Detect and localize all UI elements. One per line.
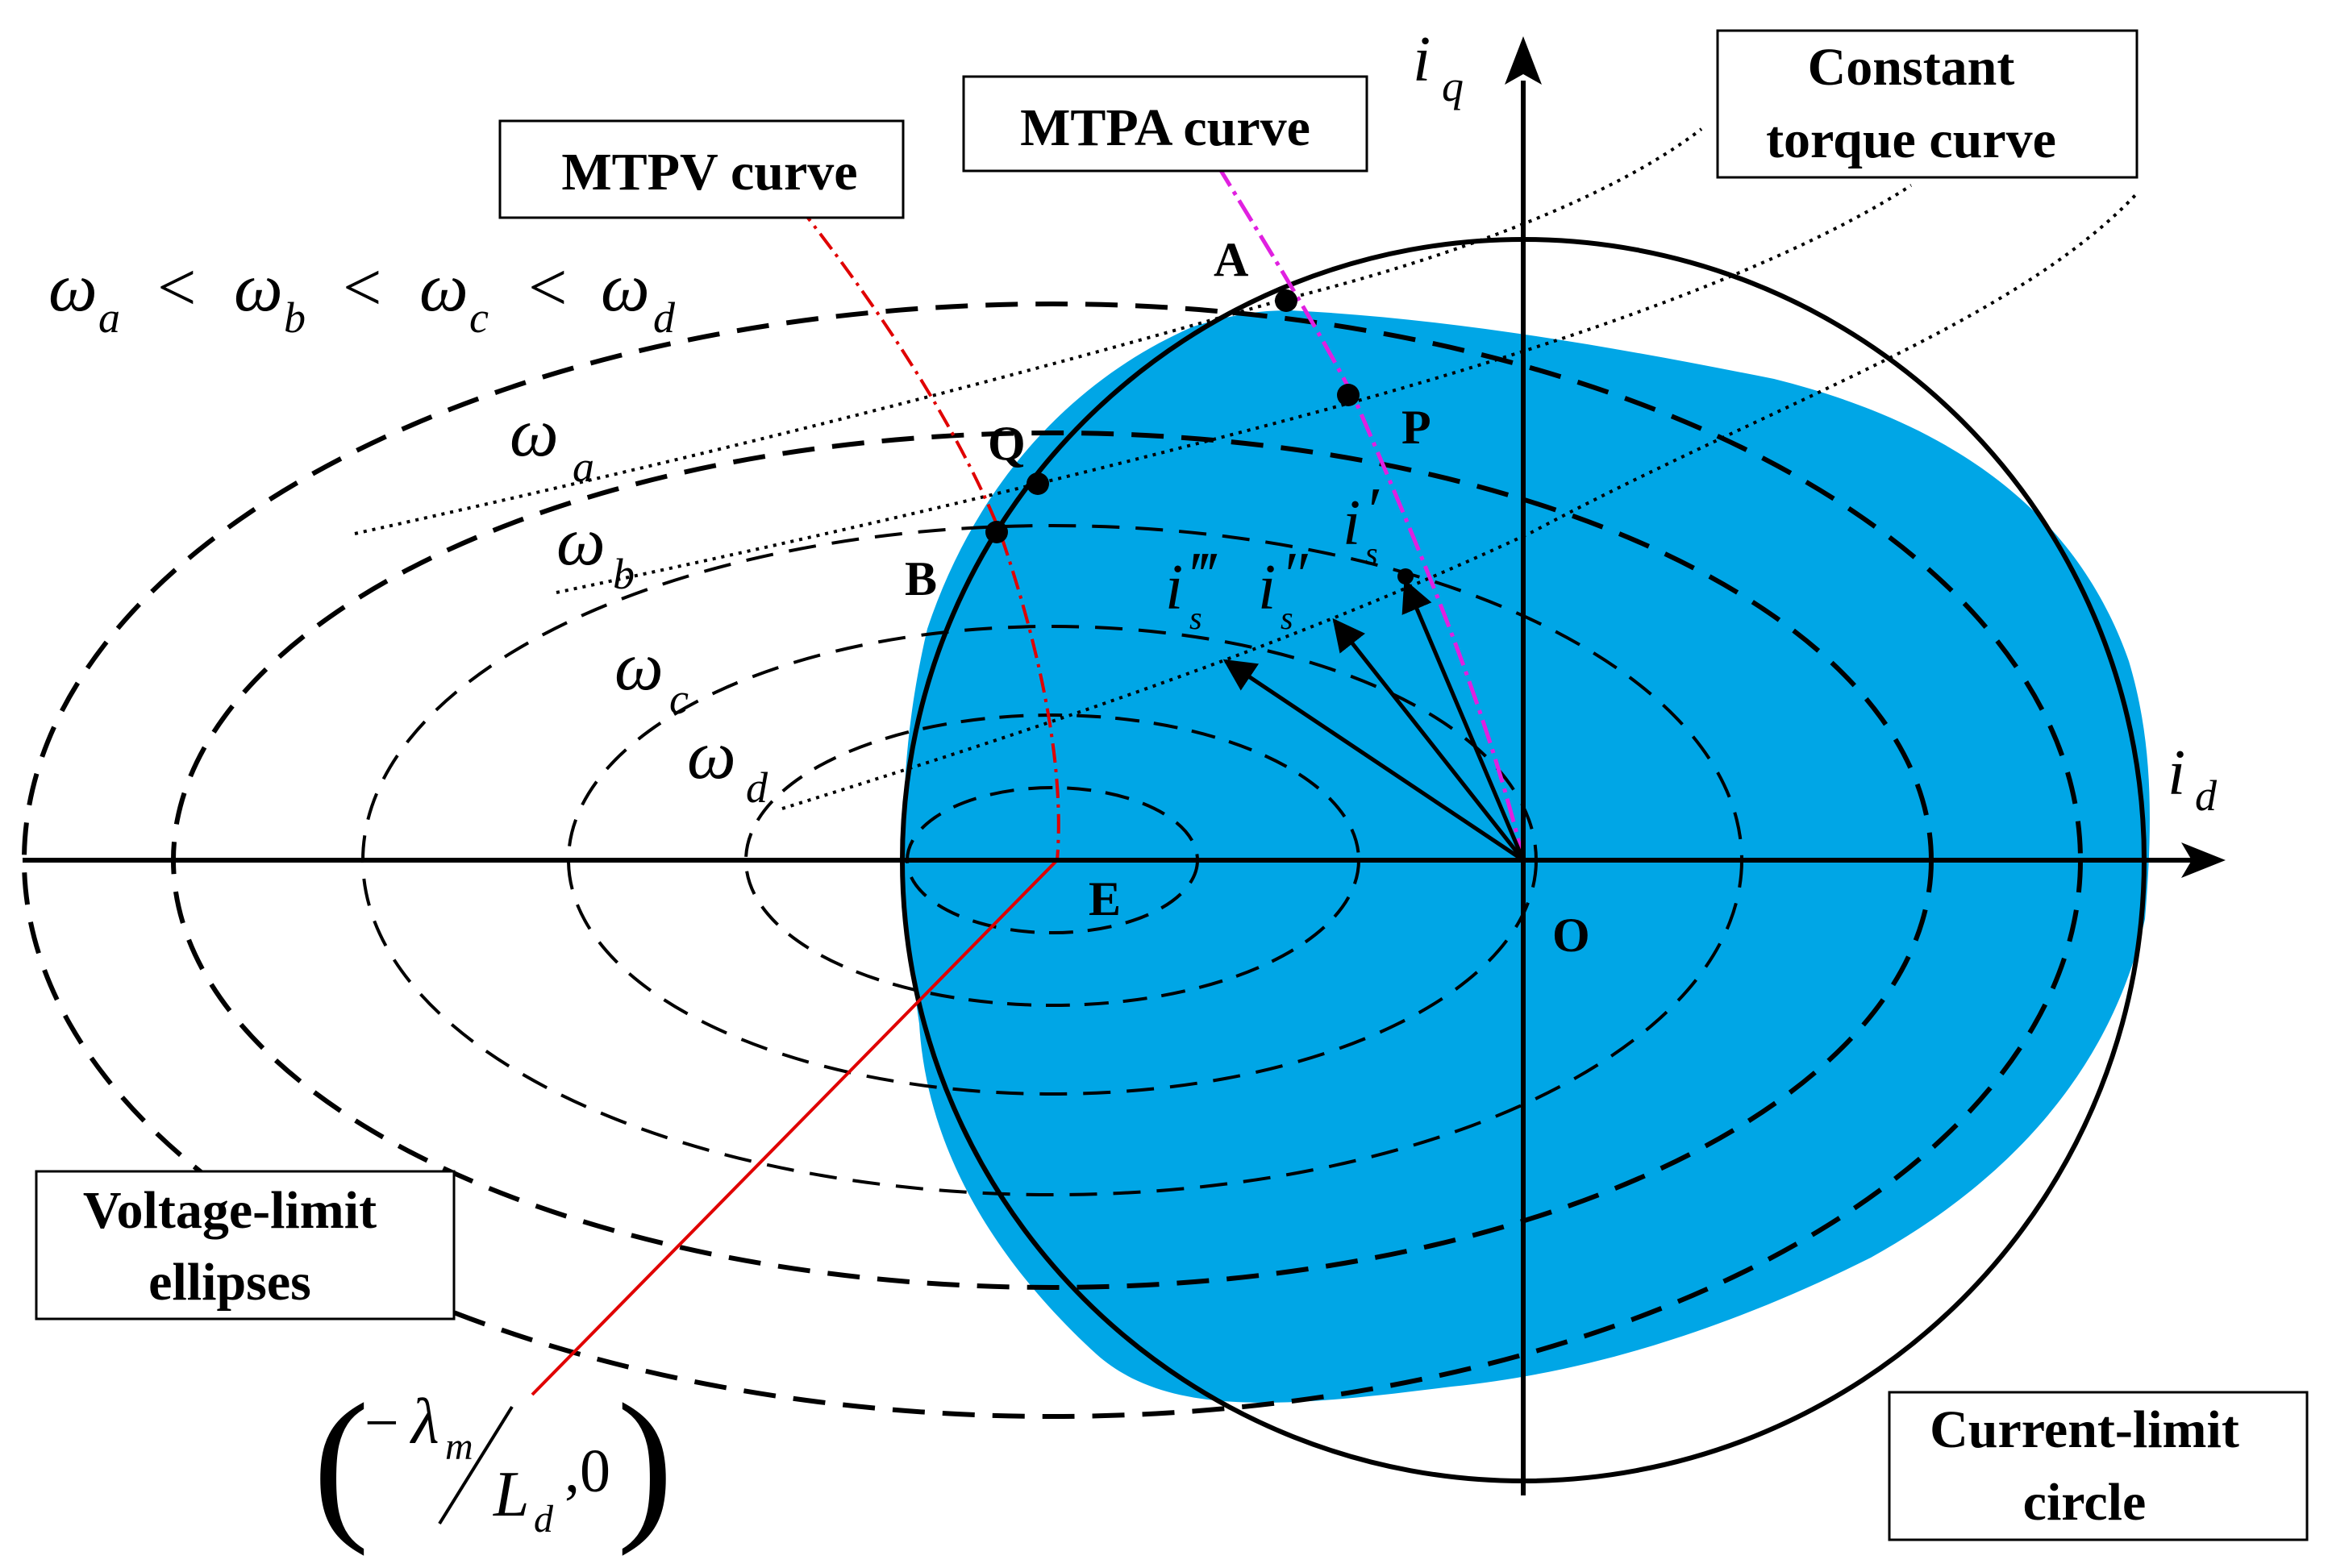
constant-torque-box-line1: Constant: [1808, 38, 2015, 97]
mtpa-curve: [1215, 164, 1526, 861]
mtpv-box-text: MTPV curve: [561, 143, 857, 202]
is-prime-sub: s: [1365, 535, 1378, 572]
coord-fraction-slash: [438, 1405, 514, 1525]
ellipse-label-sub-b: b: [613, 550, 635, 598]
torque-curve-3: [781, 192, 2139, 810]
coord-minus: −: [364, 1389, 399, 1457]
constant-torque-box-frame: [1716, 29, 2139, 179]
current-vectors: [1222, 579, 1526, 863]
current-limit-box-frame: [1888, 1391, 2309, 1541]
voltage-limit-box-frame: [35, 1170, 456, 1321]
is-triple-prime-sub: s: [1189, 600, 1202, 636]
is-prime-main: i: [1343, 488, 1360, 559]
ellipse-label-omega-c: ω: [614, 627, 664, 705]
vector-is-prime: [1401, 579, 1526, 861]
mtpa-box-text: MTPA curve: [1020, 98, 1310, 157]
is-triple-prime-mark: ‴: [1187, 540, 1218, 611]
label-is-prime: i ′ s: [1343, 476, 1380, 572]
voltage-limit-box: Voltage-limit ellipses: [35, 1170, 456, 1321]
iq-axis-label: i: [1413, 24, 1431, 95]
point-q-dot: [1027, 472, 1049, 495]
coord-paren-open: (: [313, 1370, 369, 1557]
ordering-sub-c: c: [469, 293, 489, 342]
iq-axis-subscript: q: [1442, 62, 1464, 110]
point-a-dot: [1275, 289, 1297, 312]
coord-lambda-sub: m: [445, 1425, 473, 1468]
voltage-limit-box-line1: Voltage-limit: [83, 1181, 377, 1240]
ellipse-label-sub-a: a: [573, 443, 594, 491]
ordering-omega-b: ω: [234, 248, 283, 326]
is-double-prime-main: i: [1258, 552, 1276, 623]
axes: [23, 81, 2193, 1495]
id-axis-arrowhead: [2181, 842, 2226, 878]
id-axis-label: i: [2168, 738, 2185, 809]
current-limit-box: Current-limit circle: [1888, 1391, 2309, 1541]
mtpa-box-frame: [962, 75, 1368, 173]
ellipse-label-omega-d: ω: [687, 716, 736, 793]
ordering-lt-2: <: [343, 248, 382, 326]
ellipse-label-sub-d: d: [746, 763, 768, 812]
label-is-double-prime: i ″ s: [1258, 540, 1309, 636]
vector-is-triple-prime: [1222, 659, 1525, 863]
mtpv-box-frame: [498, 119, 905, 219]
mtpa-box: MTPA curve: [962, 75, 1368, 173]
point-b-dot: [985, 521, 1008, 543]
coordinate-leader-line: [531, 859, 1059, 1396]
ordering-lt-1: <: [157, 248, 197, 326]
constant-torque-box-line2: torque curve: [1766, 110, 2056, 169]
coord-lambda: λ: [410, 1387, 439, 1458]
ellipse-label-omega-a: ω: [510, 393, 559, 471]
ordering-sub-b: b: [284, 293, 306, 342]
point-is-prime-dot: [1397, 568, 1414, 584]
ellipse-label-omega-b: ω: [556, 502, 606, 580]
label-is-triple-prime: i ‴ s: [1165, 540, 1218, 636]
ordering-sub-d: d: [653, 293, 676, 342]
current-limit-box-line2: circle: [2023, 1473, 2147, 1532]
label-origin: O: [1552, 909, 1590, 962]
label-a: A: [1214, 233, 1248, 286]
mtpv-curve: [797, 204, 1060, 861]
voltage-limit-box-line2: ellipses: [148, 1253, 311, 1312]
point-p-dot: [1337, 384, 1360, 406]
omega-ordering: ω a < ω b < ω c < ω d: [48, 248, 676, 342]
ellipse-center-coordinate: ( − λ m L d ,0 ): [313, 1370, 673, 1557]
id-axis-subscript: d: [2195, 772, 2218, 820]
is-triple-prime-main: i: [1165, 552, 1183, 623]
current-limit-box-line1: Current-limit: [1930, 1400, 2239, 1459]
coord-L-sub: d: [534, 1498, 554, 1541]
label-e: E: [1089, 872, 1121, 925]
ordering-omega-c: ω: [419, 248, 469, 326]
ordering-sub-a: a: [98, 293, 120, 342]
label-q: Q: [988, 417, 1026, 470]
constant-torque-box: Constant torque curve: [1716, 29, 2139, 179]
ordering-lt-3: <: [528, 248, 568, 326]
mtpv-box: MTPV curve: [498, 119, 905, 219]
ellipse-label-sub-c: c: [669, 675, 689, 723]
coord-tail: ,0: [564, 1437, 610, 1505]
operating-region: [903, 310, 2150, 1403]
constant-torque-curves: [354, 127, 2139, 810]
ellipse-omega-labels: ω a ω b ω c ω d: [510, 393, 768, 812]
operating-points: [985, 289, 1414, 584]
label-b: B: [905, 552, 937, 605]
is-double-prime-sub: s: [1281, 600, 1293, 636]
vector-is-double-prime: [1332, 618, 1525, 862]
label-p: P: [1401, 401, 1431, 454]
ordering-omega-a: ω: [48, 248, 98, 326]
coord-paren-close: ): [617, 1370, 673, 1557]
is-prime-mark: ′: [1364, 476, 1380, 547]
coord-L: L: [493, 1459, 530, 1530]
ordering-omega-d: ω: [601, 248, 650, 326]
is-double-prime-mark: ″: [1281, 540, 1309, 611]
iq-axis-arrowhead: [1505, 36, 1542, 85]
